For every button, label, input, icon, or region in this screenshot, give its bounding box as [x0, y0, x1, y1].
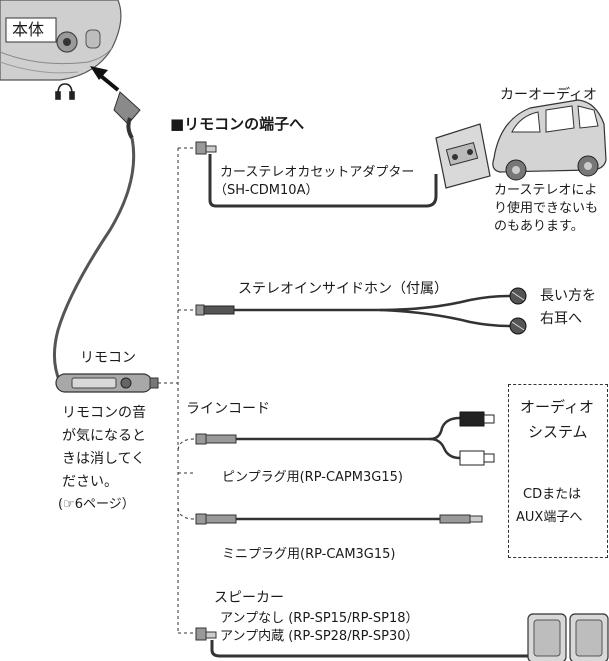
car-note-line3: のもあります。: [494, 219, 584, 234]
line-cord-label: ラインコード: [186, 401, 270, 417]
remote-note-line3: きは消してく: [62, 451, 146, 467]
audio-system-line3: CDまたは: [523, 487, 582, 502]
car-audio-title: カーオーディオ: [500, 87, 598, 103]
earphones-label: ステレオインサイドホン（付属）: [238, 281, 448, 297]
remote-plug: [113, 91, 141, 140]
audio-system-line2: システム: [528, 423, 588, 441]
remote-note-line2: が気になると: [62, 428, 146, 444]
remote-bus-line: [158, 147, 196, 634]
speaker-with-amp: アンプ内蔵 (RP-SP28/RP-SP30）: [220, 629, 419, 644]
mini-plug-cord: [195, 513, 483, 525]
remote-label: リモコン: [80, 350, 136, 366]
remote-control: [55, 373, 159, 393]
earbud-icon: [509, 287, 527, 335]
adapter-plug: [195, 141, 438, 208]
headphone-icon: [55, 83, 75, 100]
cassette-icon: [435, 123, 491, 189]
remote-note-line5: (☞6ページ）: [58, 497, 135, 512]
earphones-note-line1: 長い方を: [540, 288, 596, 304]
remote-note-line1: リモコンの音: [62, 405, 146, 421]
remote-cable: [53, 137, 136, 383]
car-note-line1: カーステレオによ: [494, 183, 598, 198]
remote-note-line4: ださい。: [62, 474, 118, 490]
adapter-model: （SH-CDM10A）: [214, 183, 319, 198]
rca-plug-icon: [459, 411, 495, 466]
main-unit-label: 本体: [12, 20, 45, 39]
car-note-line2: り使用できないも: [494, 201, 599, 216]
speaker-plug: [195, 627, 528, 658]
audio-system-line1: オーディオ: [520, 398, 594, 416]
speaker-label: スピーカー: [214, 590, 284, 606]
remote-jack-heading: ■リモコンの端子へ: [170, 115, 305, 133]
earphone-plug: [195, 294, 511, 328]
audio-system-line4: AUX端子へ: [516, 510, 583, 525]
main-unit-label-box: [5, 17, 57, 43]
audio-system-box: [508, 384, 608, 558]
speaker-no-amp: アンプなし (RP-SP15/RP-SP18）: [220, 611, 419, 626]
arrow-icon: [90, 66, 120, 92]
speaker-icon: [527, 613, 609, 661]
pin-plug-label: ピンプラグ用(RP-CAPM3G15): [222, 470, 403, 485]
mini-plug-label: ミニプラグ用(RP-CAM3G15): [222, 547, 396, 562]
adapter-label: カーステレオカセットアダプター: [220, 165, 415, 180]
pin-plug-cord: [195, 416, 461, 460]
earphones-note-line2: 右耳へ: [540, 311, 582, 327]
car-icon: [492, 99, 607, 181]
